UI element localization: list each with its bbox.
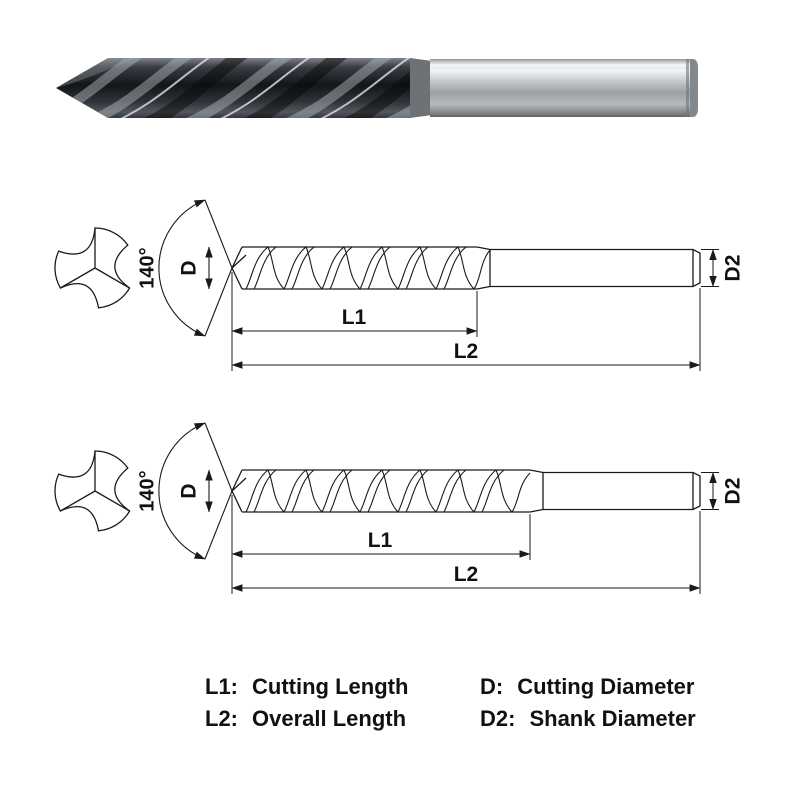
legend-key-d: D: <box>480 674 504 699</box>
drill-body-edges <box>242 469 530 513</box>
legend-item-l2: L2: Overall Length <box>205 704 480 734</box>
legend-key-d2: D2: <box>480 706 516 731</box>
shank-diameter-dimension <box>701 248 719 288</box>
shank-outline <box>490 248 701 288</box>
neck <box>476 246 491 290</box>
point-angle-arc <box>158 199 206 337</box>
extension-lines <box>701 249 719 287</box>
legend-desc-d: Cutting Diameter <box>517 674 695 699</box>
overall-length-label: L2 <box>454 563 479 586</box>
overall-length-dimension <box>231 288 701 371</box>
legend-desc-l1: Cutting Length <box>252 674 409 699</box>
shank-end-edge <box>686 59 689 117</box>
point-angle-arc <box>158 422 206 560</box>
end-view <box>54 227 131 309</box>
legend-item-l1: L1: Cutting Length <box>205 672 480 702</box>
point-angle-label: 140° <box>136 247 158 288</box>
drill-tip <box>231 469 247 513</box>
drill-tip <box>231 246 247 290</box>
shank-diameter-label: D2 <box>722 478 745 505</box>
shank-outline <box>543 471 701 511</box>
legend-key-l1: L1: <box>205 674 238 699</box>
legend-desc-d2: Shank Diameter <box>529 706 696 731</box>
cutting-length-dimension <box>231 272 478 371</box>
drill-drawing-short-flute: 140° D D2 L1 L2 <box>54 199 745 371</box>
point-angle-annotation <box>158 199 233 337</box>
cutting-length-label: L1 <box>342 306 367 329</box>
legend: L1: Cutting Length D: Cutting Diameter L2:… <box>205 672 696 734</box>
shank-section <box>430 59 690 117</box>
point-angle-annotation <box>158 422 233 560</box>
legend-key-l2: L2: <box>205 706 238 731</box>
cutting-length-dimension <box>231 495 531 594</box>
point-angle-edge-lower <box>204 490 233 560</box>
shank-diameter-label: D2 <box>722 255 745 282</box>
cutting-diameter-label: D <box>178 260 201 275</box>
point-angle-label: 140° <box>136 470 158 511</box>
flute-helix <box>245 246 491 290</box>
point-angle-edge-lower <box>204 267 233 337</box>
legend-item-d: D: Cutting Diameter <box>480 672 696 702</box>
point-angle-edge-upper <box>204 199 233 269</box>
legend-desc-l2: Overall Length <box>252 706 407 731</box>
end-view <box>54 450 131 532</box>
shank-end-cap <box>690 59 698 117</box>
transition-cone <box>410 58 432 118</box>
overall-length-dimension <box>231 511 701 594</box>
shank-diameter-dimension <box>701 471 719 511</box>
flute-helix <box>245 469 531 513</box>
drill-photo <box>56 58 698 118</box>
tip-highlight <box>56 58 136 88</box>
cutting-diameter-label: D <box>178 483 201 498</box>
shank-specular-line <box>430 64 690 67</box>
extension-lines <box>701 472 719 510</box>
drill-profile <box>231 469 701 513</box>
overall-length-label: L2 <box>454 340 479 363</box>
legend-item-d2: D2: Shank Diameter <box>480 704 696 734</box>
point-angle-edge-upper <box>204 422 233 492</box>
flute-spiral-highlights <box>56 58 410 118</box>
neck <box>529 469 544 513</box>
drill-body-edges <box>242 246 477 290</box>
drill-profile <box>231 246 701 290</box>
cutting-length-label: L1 <box>368 529 393 552</box>
drill-drawing-long-flute: 140° D D2 L1 L2 <box>54 422 745 594</box>
